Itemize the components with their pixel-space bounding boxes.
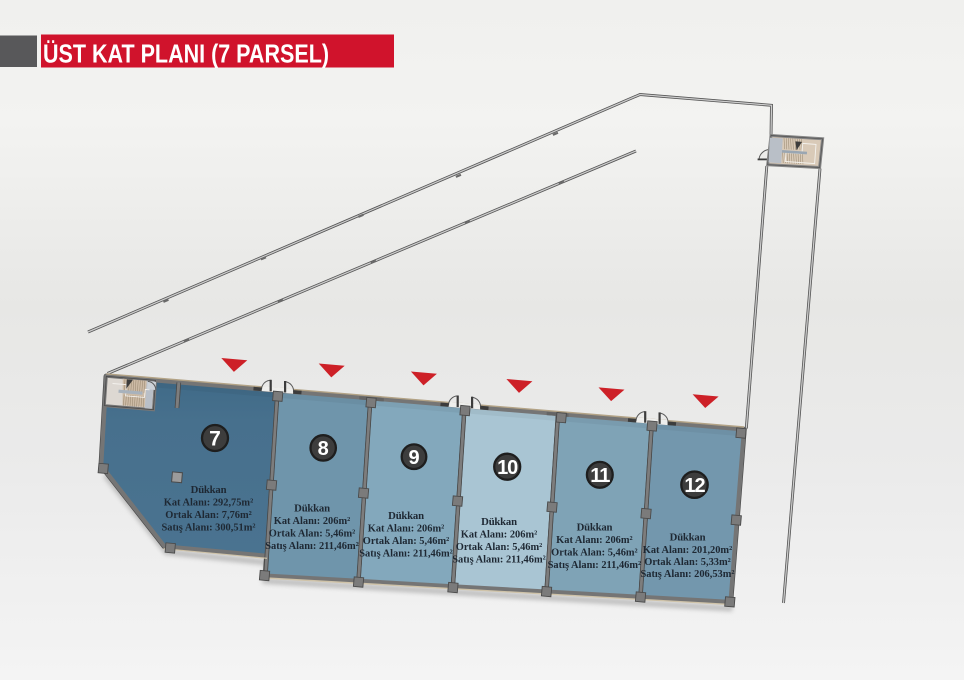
svg-text:Ortak Alan: 5,46m²: Ortak Alan: 5,46m² [363,536,450,547]
svg-text:Dükkan: Dükkan [481,516,517,528]
svg-text:Ortak Alan: 7,76m²: Ortak Alan: 7,76m² [165,510,252,521]
svg-text:Kat Alanı: 292,75m²: Kat Alanı: 292,75m² [164,498,253,509]
svg-text:10: 10 [497,457,518,479]
svg-text:ÜST KAT PLANI (7 PARSEL): ÜST KAT PLANI (7 PARSEL) [43,39,329,68]
svg-text:Dükkan: Dükkan [670,531,706,543]
svg-text:Ortak Alan: 5,33m²: Ortak Alan: 5,33m² [644,557,731,568]
svg-text:Satış Alanı: 300,51m²: Satış Alanı: 300,51m² [161,523,255,534]
svg-text:Dükkan: Dükkan [191,484,227,496]
svg-text:Dükkan: Dükkan [577,522,613,534]
svg-text:Satış Alanı: 211,46m²: Satış Alanı: 211,46m² [548,560,641,571]
svg-text:9: 9 [408,447,419,469]
svg-text:11: 11 [590,465,610,487]
svg-text:Satış Alanı: 211,46m²: Satış Alanı: 211,46m² [265,541,358,552]
svg-text:Dükkan: Dükkan [388,510,424,522]
svg-text:Kat Alanı: 206m²: Kat Alanı: 206m² [556,535,632,546]
svg-text:Dükkan: Dükkan [294,503,330,515]
svg-text:Kat Alanı: 201,20m²: Kat Alanı: 201,20m² [643,545,732,556]
svg-text:Ortak Alan: 5,46m²: Ortak Alan: 5,46m² [456,542,543,553]
svg-text:Satış Alanı: 206,53m²: Satış Alanı: 206,53m² [640,569,734,580]
svg-text:Satış Alanı: 211,46m²: Satış Alanı: 211,46m² [359,549,452,560]
svg-text:Kat Alanı: 206m²: Kat Alanı: 206m² [368,524,444,535]
svg-text:Satış Alanı: 211,46m²: Satış Alanı: 211,46m² [452,554,545,565]
svg-text:Ortak Alan: 5,46m²: Ortak Alan: 5,46m² [551,547,638,558]
svg-text:Kat Alanı: 206m²: Kat Alanı: 206m² [461,530,537,541]
svg-text:Ortak Alan: 5,46m²: Ortak Alan: 5,46m² [269,529,356,540]
svg-text:Kat Alanı: 206m²: Kat Alanı: 206m² [274,516,350,527]
svg-text:7: 7 [209,428,221,451]
svg-text:12: 12 [684,475,705,497]
svg-text:8: 8 [318,438,329,460]
